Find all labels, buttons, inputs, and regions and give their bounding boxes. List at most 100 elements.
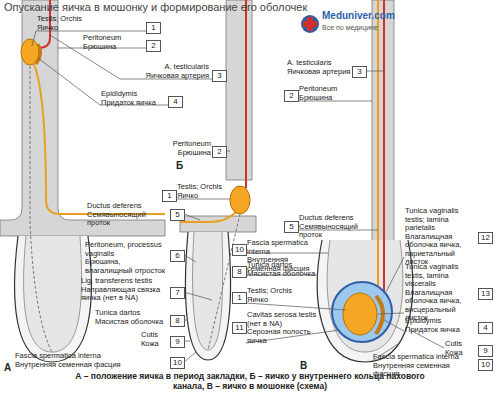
callout-number: 6 [171, 251, 184, 261]
latin-term: Ductus deferens [87, 202, 167, 211]
logo-name: Meduniver.com [322, 10, 395, 21]
russian-term: Брюшина, влагалищный отросток [85, 258, 167, 275]
callout-label: Testis; OrchisЯичко [177, 183, 229, 200]
callout-box: Cavitas serosa testis (нет в NA)Серозная… [232, 322, 247, 334]
callout-box: Lig. transferens testisНаправляющая связ… [170, 287, 185, 299]
russian-term: Направляющая связка яичка (нет в NA) [81, 286, 169, 303]
callout-box: EpididymisПридаток яичка4 [478, 322, 493, 334]
callout-number: 13 [479, 289, 492, 299]
callout-box: CutisКожа9 [170, 336, 185, 348]
callout-label: Tunica dartosМясистая оболочка [247, 261, 319, 278]
callout-box: Testis; OrchisЯичко1 [146, 22, 161, 34]
callout-label: Lig. transferens testisНаправляющая связ… [81, 277, 169, 303]
panel-letter: В [300, 360, 307, 371]
callout-box: Fascia spermatica internaВнутренняя семе… [170, 357, 185, 369]
callout-box: Tunica vaginalis testis; lamina parietal… [478, 232, 493, 244]
latin-term: A. testicularis [287, 59, 351, 68]
russian-term: Кожа [141, 340, 169, 349]
russian-term: Придаток яичка [101, 99, 165, 108]
callout-box: Ductus deferensСемявыносящий проток5 [170, 209, 185, 221]
russian-term: Серозная полость яичка [247, 328, 319, 345]
latin-term: Peritoneum, processus vaginalis [85, 241, 167, 258]
latin-term: Cavitas serosa testis (нет в NA) [247, 311, 319, 328]
leader-lines [32, 31, 444, 362]
callout-number: 9 [171, 337, 184, 347]
callout-label: PeritoneumБрюшина [161, 140, 211, 157]
callout-label: Ductus deferensСемявыносящий проток [299, 214, 369, 240]
latin-term: Ductus deferens [299, 214, 369, 223]
callout-box: PeritoneumБрюшина2 [146, 40, 161, 52]
logo-icon [301, 15, 319, 33]
callout-number: 8 [233, 267, 246, 277]
callout-box: Peritoneum, processus vaginalisБрюшина, … [170, 250, 185, 262]
latin-term: Cutis [141, 331, 169, 340]
callout-number: 9 [479, 346, 492, 356]
callout-number: 10 [479, 360, 492, 370]
callout-number: 10 [233, 245, 246, 255]
callout-label: Tunica vaginalis testis; lamina parietal… [405, 207, 475, 267]
callout-label: EpididymisПридаток яичка [101, 90, 165, 107]
callout-box: EpididymisПридаток яичка4 [168, 96, 183, 108]
panel-b-illustration [180, 0, 256, 360]
callout-label: PeritoneumБрюшина [299, 85, 369, 102]
callout-number: 2 [285, 91, 298, 101]
russian-term: Внутренняя семенная фасция [373, 362, 475, 379]
callout-label: Testis; OrchisЯичко [37, 15, 141, 32]
latin-term: Testis; Orchis [247, 287, 319, 296]
logo-tagline: Все по медицине [322, 24, 378, 31]
callout-label: Ductus deferensСемявыносящий проток [87, 202, 167, 228]
latin-term: Fascia spermatica interna [247, 239, 319, 256]
latin-term: Tunica vaginalis testis; lamina parietal… [405, 207, 475, 233]
callout-box: Tunica vaginalis testis, lamina visceral… [478, 288, 493, 300]
russian-term: Яичковая артерия [287, 68, 351, 77]
callout-label: EpididymisПридаток яичка [405, 317, 475, 334]
russian-term: Семявыносящий проток [299, 223, 369, 240]
panel-v-illustration [317, 0, 412, 362]
russian-term: Яичко [177, 192, 229, 201]
callout-number: 12 [479, 233, 492, 243]
callout-label: Fascia spermatica internaВнутренняя семе… [15, 352, 165, 369]
russian-term: Брюшина [161, 149, 211, 158]
russian-term: Семявыносящий проток [87, 211, 167, 228]
callout-number: 4 [479, 323, 492, 333]
latin-term: Epididymis [101, 90, 165, 99]
callout-label: A. testicularisЯичковая артерия [121, 63, 209, 80]
russian-term: Яичко [247, 296, 319, 305]
callout-number: 1 [147, 23, 160, 33]
latin-term: Testis; Orchis [177, 183, 229, 192]
callout-box: Testis; OrchisЯичко1 [162, 190, 177, 202]
callout-number: 1 [233, 293, 246, 303]
callout-box: CutisКожа9 [478, 345, 493, 357]
latin-term: Tunica dartos [95, 309, 167, 318]
russian-term: Яичковая артерия [121, 72, 209, 81]
panel-letter: А [4, 362, 11, 373]
russian-term: Внутренняя семенная фасция [15, 361, 165, 370]
callout-label: Peritoneum, processus vaginalisБрюшина, … [85, 241, 167, 275]
callout-box: PeritoneumБрюшина2 [212, 146, 227, 158]
callout-box: Tunica dartosМясистая оболочка8 [232, 266, 247, 278]
russian-term: Придаток яичка [405, 326, 475, 335]
callout-label: Tunica vaginalis testis, lamina visceral… [405, 263, 475, 323]
russian-term: Яичко [37, 24, 141, 33]
panel-a-illustration [0, 0, 165, 362]
callout-box: Testis; OrchisЯичко1 [232, 292, 247, 304]
callout-label: Cavitas serosa testis (нет в NA)Серозная… [247, 311, 319, 345]
latin-term: Peritoneum [161, 140, 211, 149]
callout-label: A. testicularisЯичковая артерия [287, 59, 351, 76]
callout-number: 2 [147, 41, 160, 51]
latin-term: Epididymis [405, 317, 475, 326]
latin-term: Fascia spermatica interna [15, 352, 165, 361]
latin-term: Lig. transferens testis [81, 277, 169, 286]
callout-box: A. testicularisЯичковая артерия3 [212, 70, 227, 82]
latin-term: Testis; Orchis [37, 15, 141, 24]
latin-term: Peritoneum [83, 34, 143, 43]
callout-box: Fascia spermatica internaВнутренняя семе… [232, 244, 247, 256]
callout-number: 4 [169, 97, 182, 107]
russian-term: Мясистая оболочка [247, 270, 319, 279]
callout-number: 11 [233, 323, 246, 333]
russian-term: Мясистая оболочка [95, 318, 167, 327]
diagram-title: Опускание яичка в мошонку и формирование… [4, 1, 307, 13]
latin-term: Cutis [445, 340, 477, 349]
callout-number: 1 [163, 191, 176, 201]
